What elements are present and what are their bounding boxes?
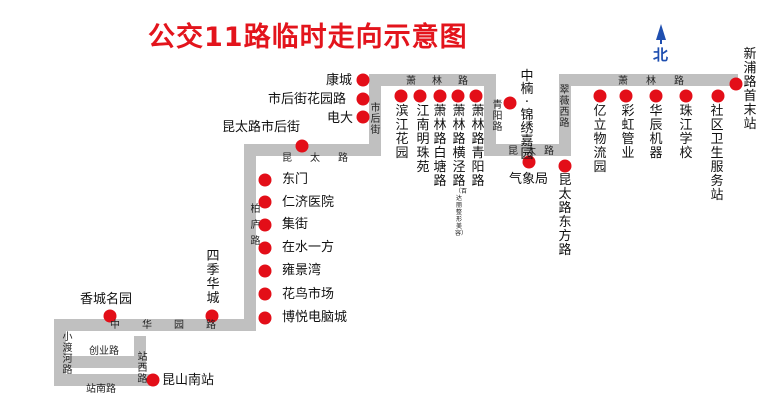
stop-dot: [258, 195, 272, 209]
road-label: 站南路: [86, 384, 116, 395]
stop-label: 电大: [327, 111, 354, 126]
stop-dot: [522, 155, 536, 169]
road-label: 站西路: [137, 352, 148, 385]
stop-label: 江南明珠苑: [416, 104, 430, 175]
stop-dot: [295, 139, 309, 153]
stop-dot: [679, 89, 693, 103]
loop-line: [54, 336, 146, 368]
road-label: 市后街: [370, 103, 381, 136]
stop-dot: [451, 89, 465, 103]
north-arrow-icon: [656, 24, 666, 40]
stop-dot: [649, 89, 663, 103]
stop-label: 华辰机器: [649, 104, 663, 161]
stop-label: 昆太路东方路: [558, 173, 572, 258]
road-label: 中华园路: [110, 320, 238, 331]
road-label: 萧林路: [618, 76, 702, 87]
stop-dot: [258, 173, 272, 187]
road-label: 翠薇西路: [559, 85, 570, 129]
road-label: 小渡河路: [62, 332, 73, 376]
stop-dot: [413, 89, 427, 103]
stop-dot: [503, 96, 517, 110]
stop-label: 集街: [282, 217, 309, 232]
stop-label: 康城: [326, 73, 353, 88]
road-label: 创业路: [89, 346, 119, 357]
road-label: 昆太路: [282, 153, 366, 164]
stop-dot: [356, 110, 370, 124]
road-label: 青阳路: [492, 100, 503, 133]
compass-label: 北: [653, 46, 669, 64]
stop-label: 四季华城: [206, 249, 220, 306]
stop-dot: [258, 218, 272, 232]
stop-label: 在水一方: [282, 240, 335, 255]
stop-label: 博悦电脑城: [282, 310, 348, 325]
stop-label: 新浦路首末站: [743, 47, 757, 132]
stop-label: 花鸟市场: [282, 287, 335, 302]
road-label: 萧林路: [406, 76, 484, 87]
stop-dot: [258, 241, 272, 255]
stop-dot: [258, 264, 272, 278]
road-label: 柏庐路: [250, 204, 261, 247]
stop-dot: [205, 309, 219, 323]
stop-label: 气象局: [509, 172, 549, 187]
stop-label: 萧林路白塘路: [433, 104, 447, 189]
stop-dot: [356, 73, 370, 87]
page-title: 公交11路临时走向示意图: [148, 22, 468, 53]
stop-label: 昆山南站: [162, 373, 215, 388]
road-label: 昆太路: [508, 146, 562, 157]
stop-dot: [356, 92, 370, 106]
route-line: [54, 74, 738, 386]
stop-dot: [593, 89, 607, 103]
stop-label: 昆太路市后街: [222, 120, 301, 135]
stop-dot: [103, 309, 117, 323]
stop-dot: [729, 77, 743, 91]
stop-label: 市后街花园路: [268, 92, 347, 107]
stop-note: （百达丽整形美容）: [455, 188, 468, 237]
stop-dot: [146, 373, 160, 387]
stop-dot: [433, 89, 447, 103]
stop-dot: [258, 311, 272, 325]
stop-dot: [558, 159, 572, 173]
stop-label: 东门: [282, 172, 309, 187]
stop-label: 萧林路青阳路: [471, 104, 485, 189]
stop-label: 社区卫生服务站: [710, 104, 724, 203]
stop-dot: [711, 89, 725, 103]
stop-label: 雍景湾: [282, 263, 322, 278]
stop-label: 滨江花园: [395, 104, 409, 161]
stop-label: 中楠·锦绣嘉园: [520, 69, 534, 162]
stop-label: 珠江学校: [679, 104, 693, 161]
stop-label: 仁济医院: [282, 195, 335, 210]
stop-label: 亿立物流园: [593, 104, 607, 175]
stop-dot: [619, 89, 633, 103]
stop-label: 彩虹管业: [621, 104, 635, 161]
stop-dot: [469, 89, 483, 103]
stop-label: 香城名园: [80, 292, 133, 307]
stop-label: 萧林路横泾路: [452, 104, 466, 189]
stop-dot: [394, 89, 408, 103]
stop-dot: [258, 287, 272, 301]
